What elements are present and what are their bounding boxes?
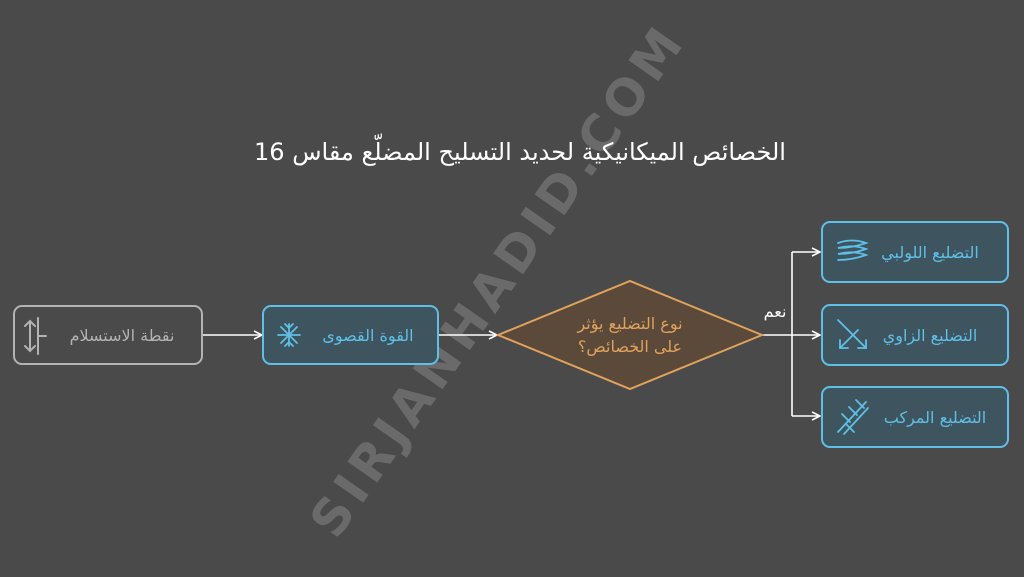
node-yield-point[interactable]: نقطة الاستسلام [13,305,203,365]
node-yield-point-label: نقطة الاستسلام [70,326,175,345]
node-ultimate-strength-label: القوة القصوى [322,326,413,346]
yield-icon [24,317,47,355]
node-compound-rib-label: التضليع المركب [884,408,986,428]
edges [202,252,820,416]
node-decision-line2: على الخصائص؟ [578,337,682,357]
node-compound-rib[interactable]: التضليع المركب [821,386,1009,448]
node-spiral-rib[interactable]: التضليع اللولبي [821,221,1009,283]
spiral-icon [837,239,869,261]
node-ultimate-strength[interactable]: القوة القصوى [262,305,439,365]
watermark: SIRJANHADID.COM [299,13,698,548]
snowflake-icon [277,323,301,347]
diagram-title: الخصائص الميكانيكية لحديد التسليح المضلّ… [254,134,786,166]
node-spiral-rib-label: التضليع اللولبي [881,243,979,263]
node-angular-rib-label: التضليع الزاوي [883,326,978,346]
node-decision-line1: نوع التضليع يؤثر [576,314,682,334]
edge-label-yes: نعم [764,302,787,321]
braid-icon [837,399,869,435]
diagonal-arrows-icon [837,319,867,349]
node-angular-rib[interactable]: التضليع الزاوي [821,304,1009,366]
node-decision[interactable]: نوع التضليع يؤثر على الخصائص؟ [495,279,765,391]
